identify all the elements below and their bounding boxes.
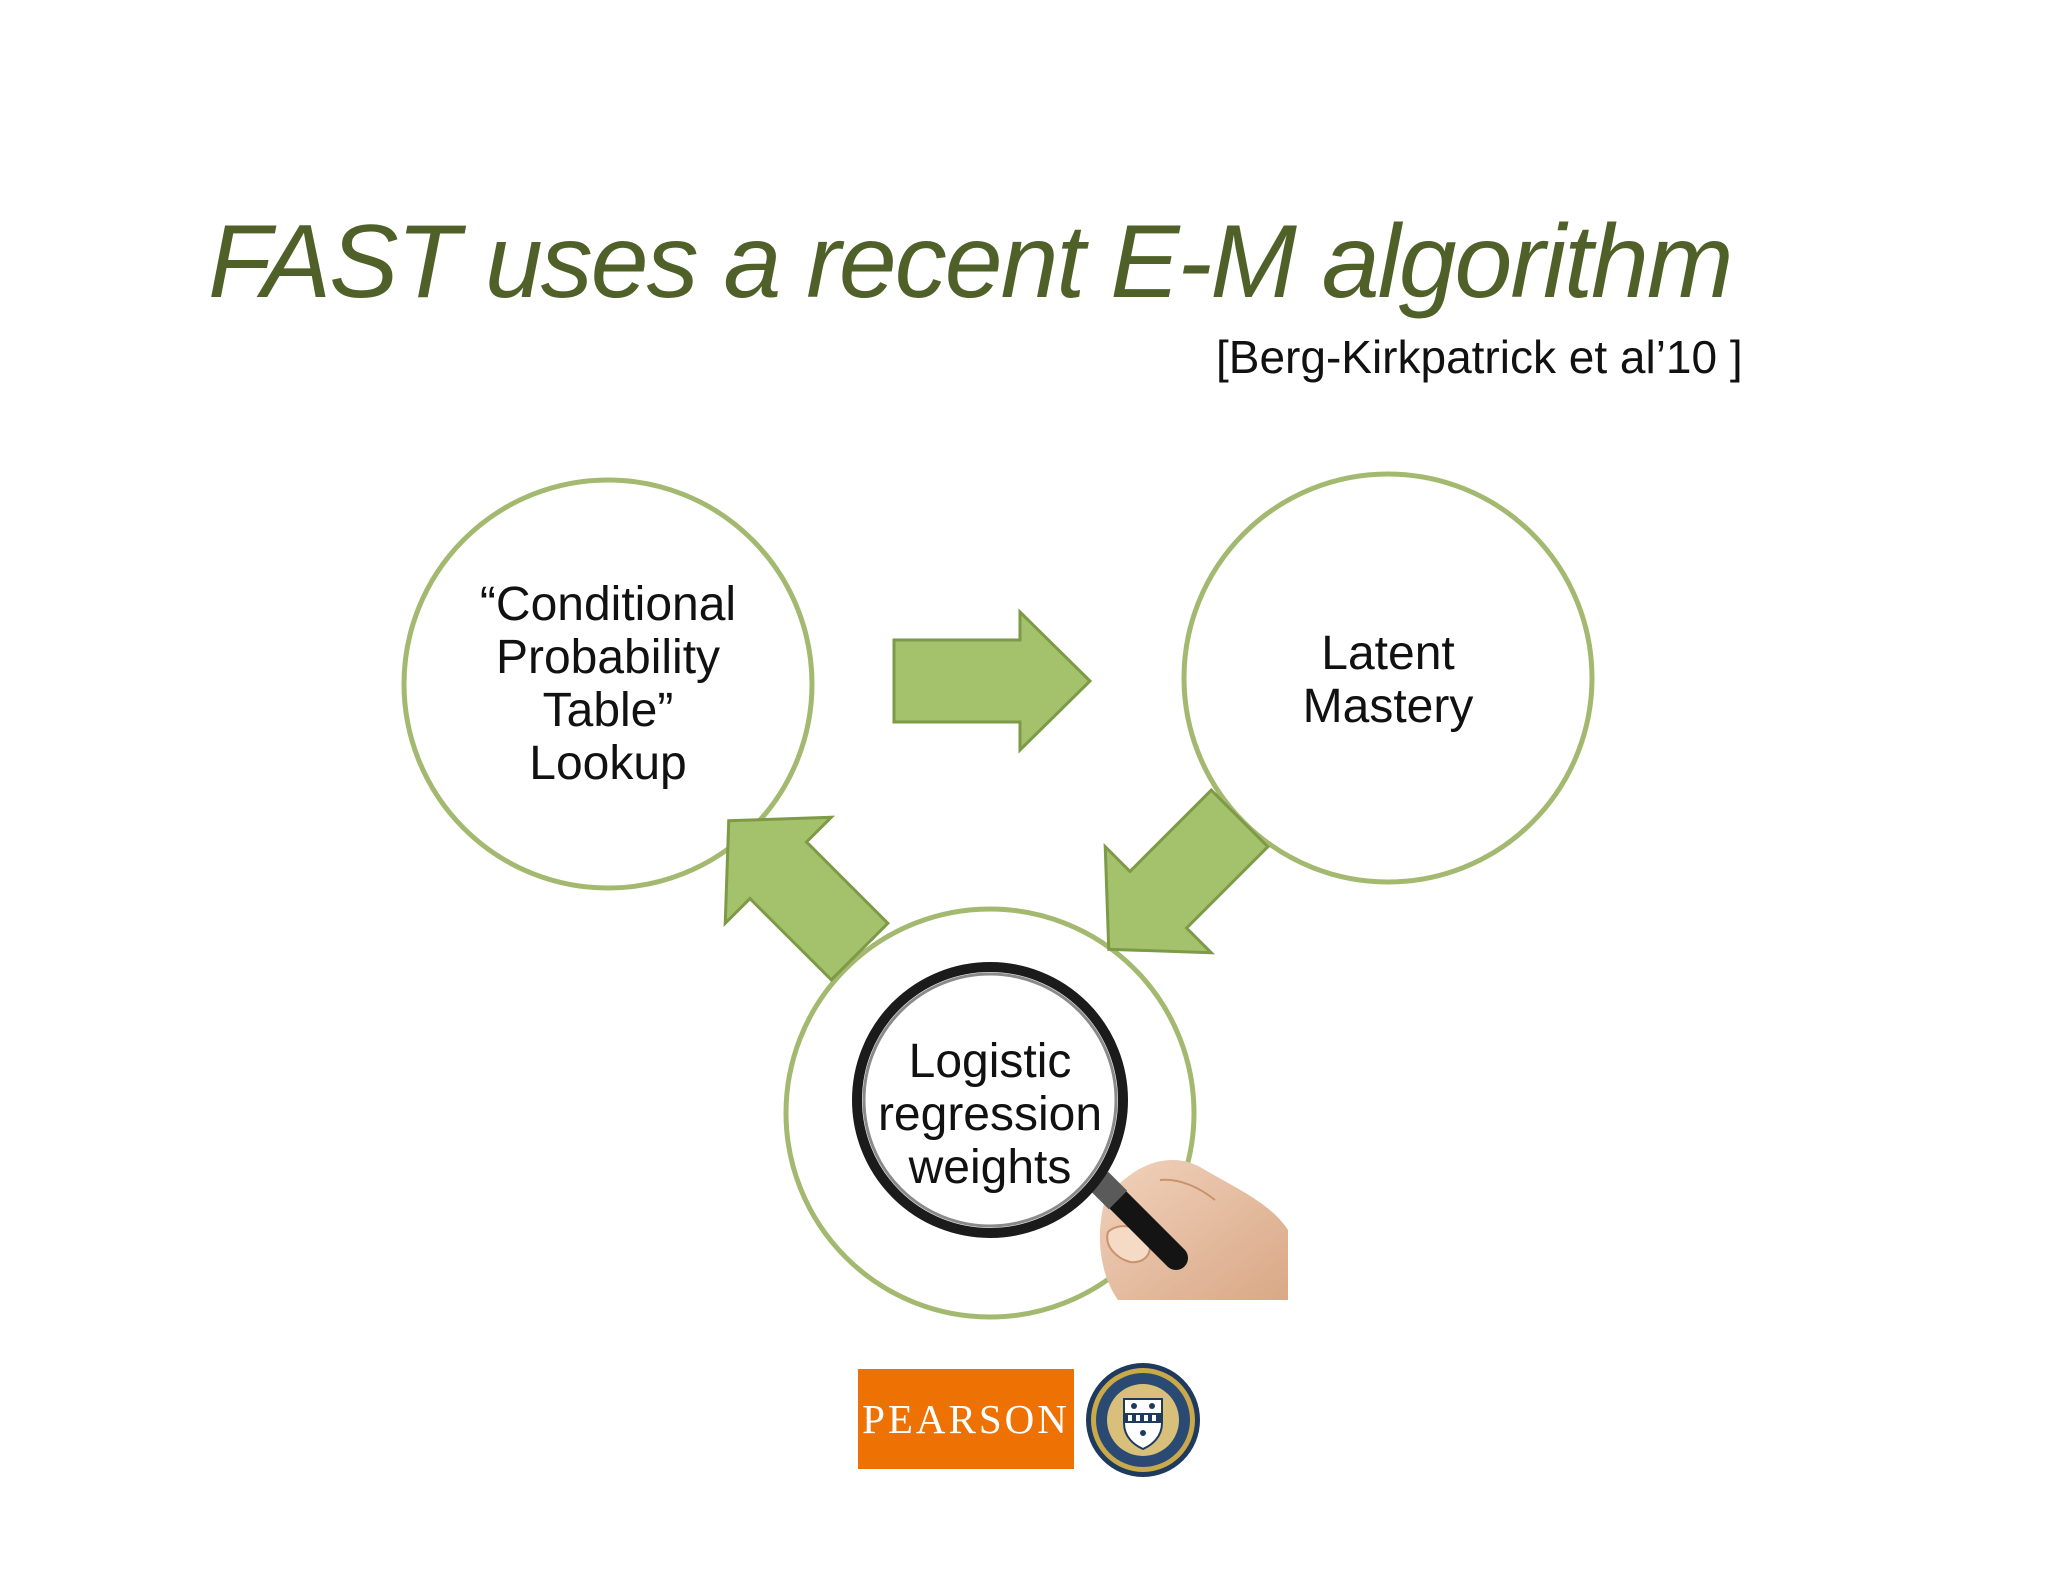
arrow-down-left <box>1103 788 1270 955</box>
pitt-seal-logo <box>1086 1363 1200 1477</box>
logistic-label-line-2: regression <box>877 1088 1103 1141</box>
logistic-label-line-3: weights <box>908 1141 1072 1194</box>
logistic-label: Logistic regression weights <box>840 1035 1140 1194</box>
cpt-circle <box>401 477 815 891</box>
latent-label-line-1: Latent <box>1321 627 1455 680</box>
cpt-label-line-3: Table” <box>542 684 674 737</box>
arrow-up-left <box>723 815 890 982</box>
logistic-label-line-1: Logistic <box>908 1035 1072 1088</box>
arrow-right <box>892 608 1093 754</box>
cpt-label-line-2: Probability <box>495 631 721 684</box>
latent-circle <box>1181 471 1595 885</box>
cpt-label: “Conditional Probability Table” Lookup <box>458 578 758 790</box>
magnifier-icon <box>852 962 1188 1270</box>
logistic-circle <box>783 906 1197 1320</box>
slide-title: FAST uses a recent E-M algorithm <box>208 204 1733 320</box>
latent-label: Latent Mastery <box>1238 627 1538 733</box>
citation: [Berg-Kirkpatrick et al’10 ] <box>1216 331 1743 383</box>
cpt-label-line-4: Lookup <box>529 737 687 790</box>
pearson-logo: PEARSON <box>858 1369 1074 1469</box>
latent-label-line-2: Mastery <box>1302 680 1474 733</box>
cpt-label-line-1: “Conditional <box>479 578 737 631</box>
